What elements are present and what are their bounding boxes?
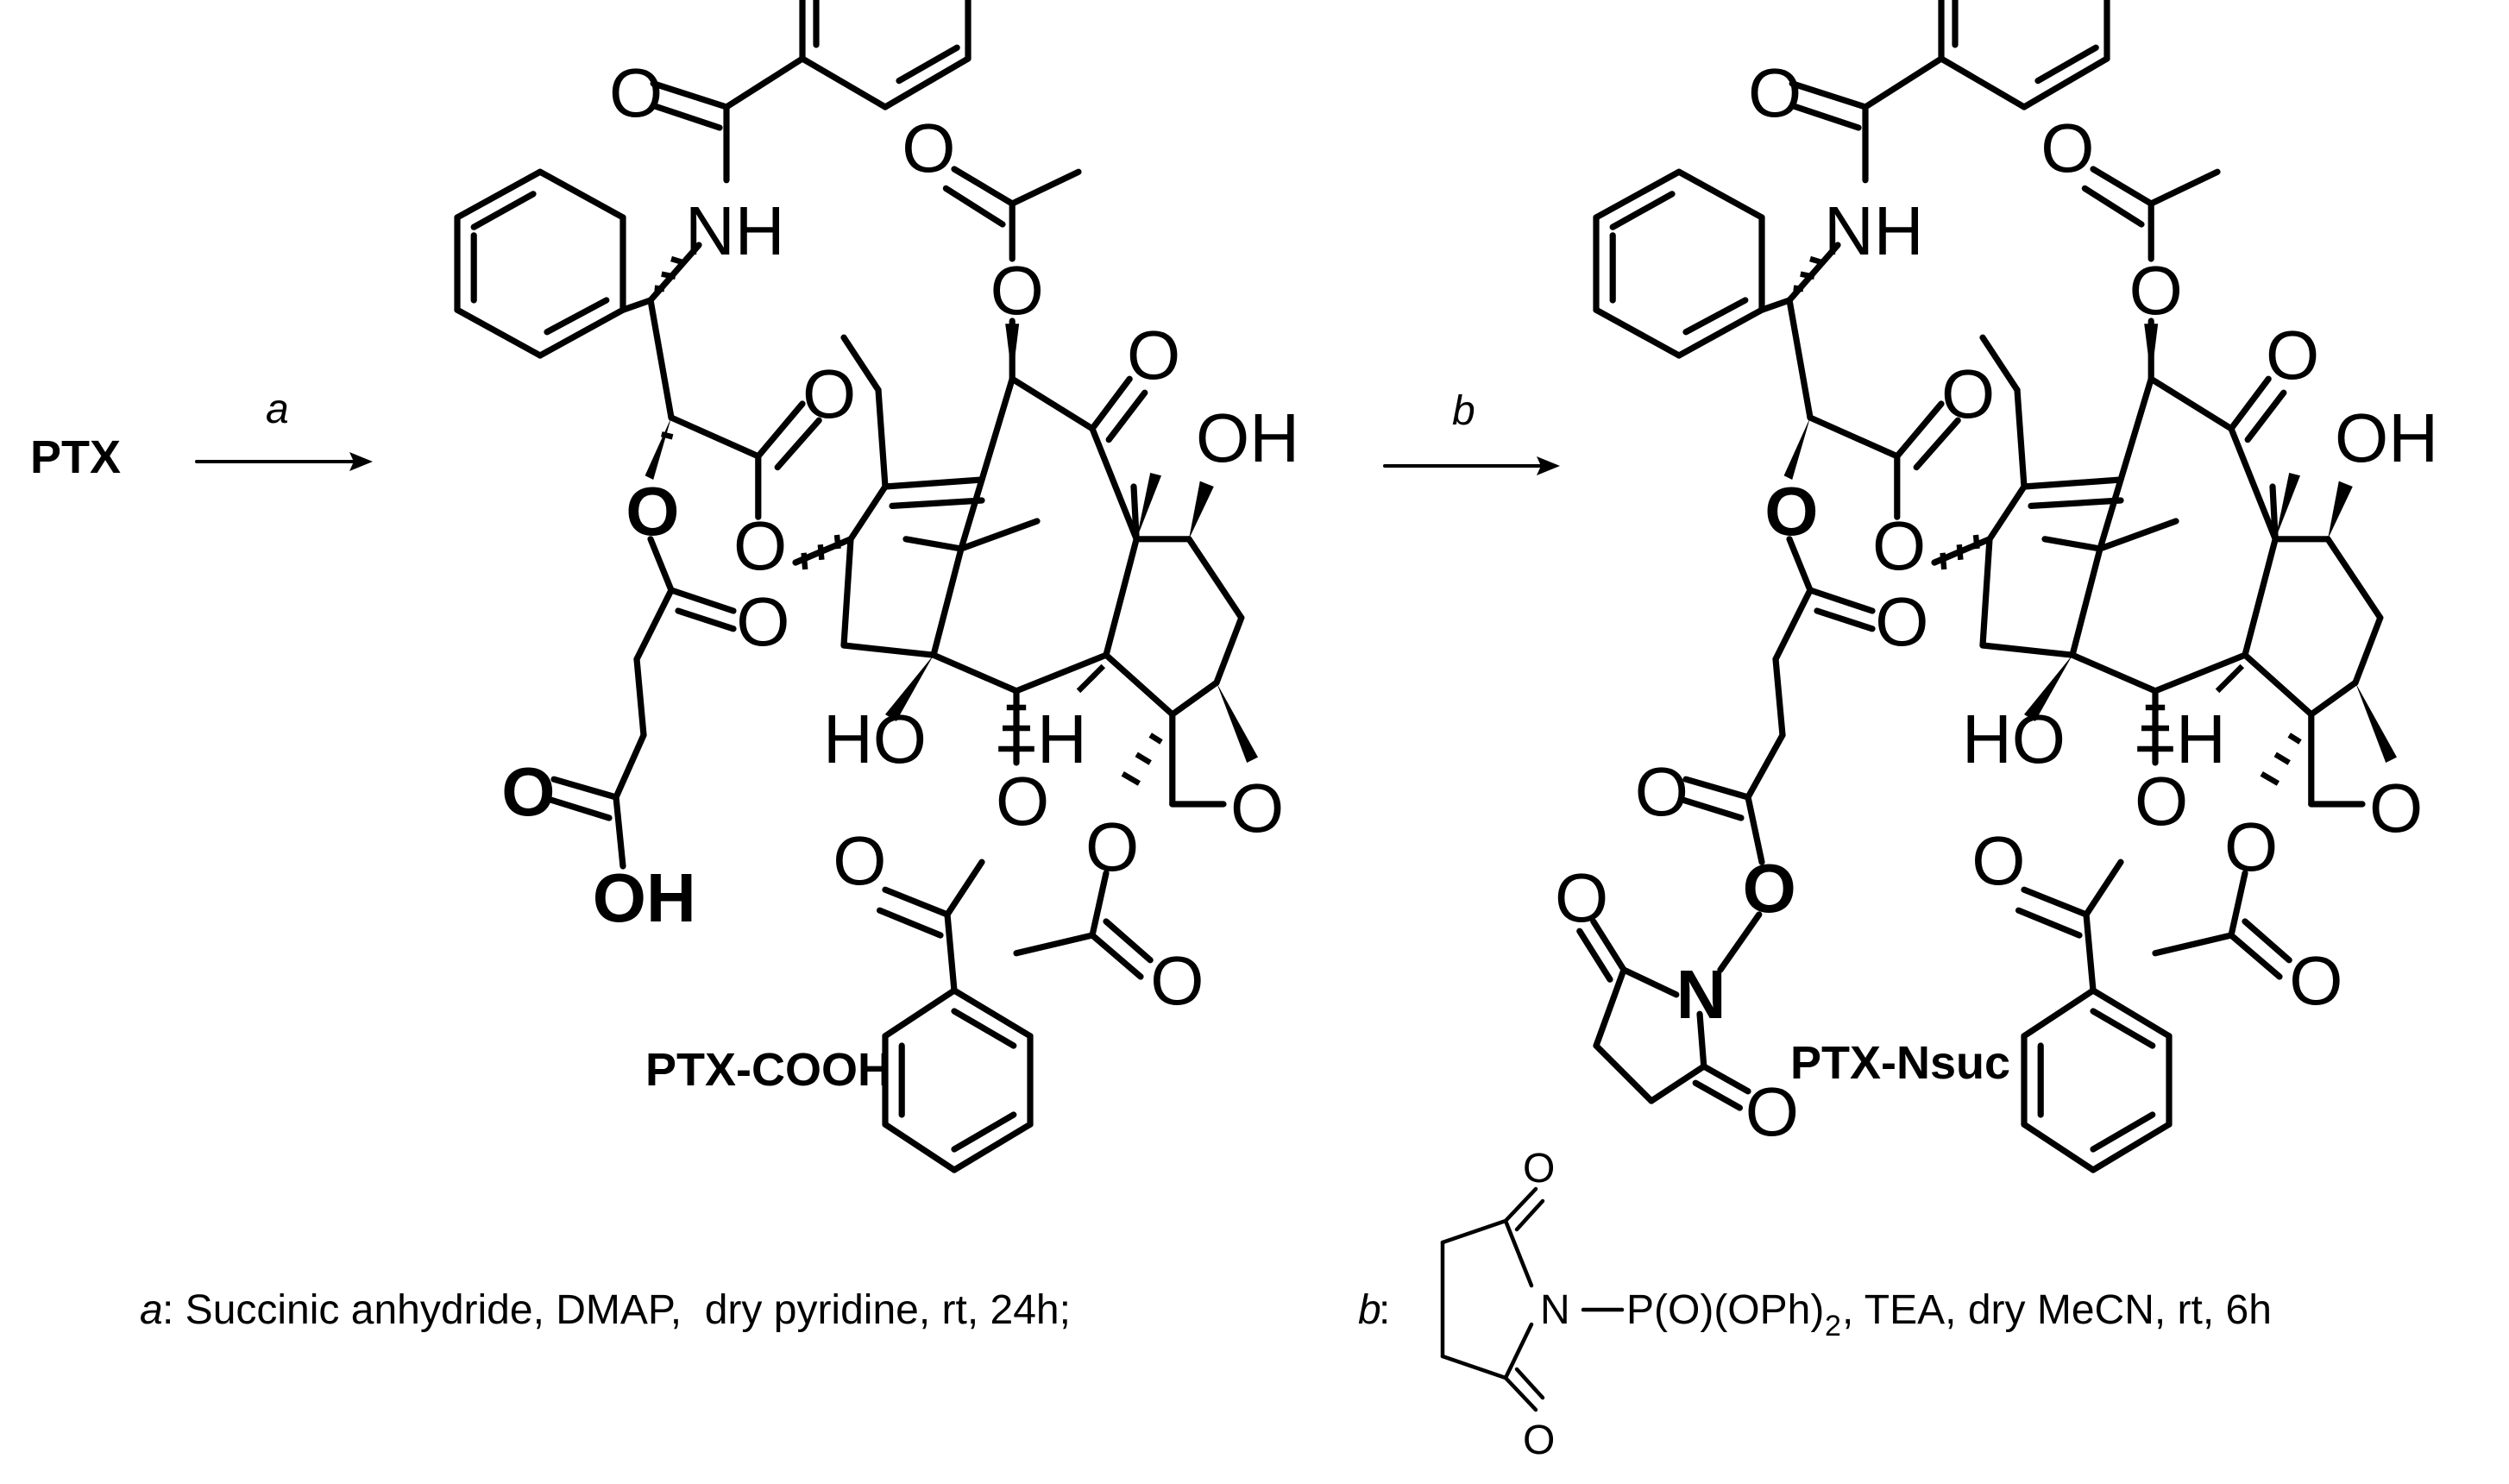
starting-material-label: PTX: [30, 431, 121, 483]
succinimide-nitrogen: N: [1676, 956, 1726, 1033]
reaction-conditions: a : Succinic anhydride, DMAP, dry pyridi…: [140, 1146, 2272, 1463]
c2-benzoate-oxygen: O: [996, 763, 1049, 839]
reagent-bottom-oxygen: O: [1523, 1418, 1555, 1463]
reagent-subscript: 2: [1825, 1310, 1841, 1343]
benzoate-carbonyl-oxygen: O: [1971, 822, 2025, 899]
c10-acetyl-oxygen: O: [990, 252, 1044, 329]
reagent-nitrogen: N: [1540, 1287, 1570, 1333]
condition-b-letter: b: [1358, 1287, 1381, 1333]
c9-ketone-oxygen: O: [2266, 317, 2319, 393]
benzoate-carbonyl-oxygen: O: [833, 822, 886, 899]
c4-acetate-carbonyl-oxygen: O: [2289, 942, 2342, 1019]
ester-carbonyl-oxygen: O: [802, 355, 856, 432]
ester-link-oxygen: O: [733, 507, 787, 584]
reagent-phosphoryl: P(O)(OPh): [1626, 1287, 1824, 1333]
c4-acetate-oxygen: O: [1085, 808, 1139, 885]
succinimide-top-oxygen: O: [1555, 859, 1608, 936]
c9-ketone-oxygen: O: [1127, 317, 1180, 393]
amide-oxygen: O: [1748, 54, 1802, 131]
arrow-b-head: [1537, 456, 1560, 475]
nh-label: NH: [685, 192, 785, 269]
c4-acetate-carbonyl-oxygen: O: [1150, 942, 1204, 1019]
nhs-ester-oxygen: O: [1743, 850, 1796, 927]
c7-hydroxyl: OH: [1196, 399, 1299, 476]
ptx-nsuc-structure: NH O O O O O O O N O O O O O OH HO H O O…: [1555, 0, 2438, 1170]
condition-b-text: , TEA, dry MeCN, rt, 6h: [1842, 1287, 2272, 1333]
reagent-top-oxygen: O: [1523, 1146, 1555, 1192]
c10-acetyl-oxygen: O: [2129, 252, 2183, 329]
succinimide-bottom-oxygen: O: [1745, 1073, 1799, 1150]
arrow-a-head: [349, 452, 373, 471]
succinate-carbonyl-oxygen: O: [736, 583, 789, 660]
acid-hydroxyl: OH: [593, 859, 696, 936]
c3-hydrogen: H: [1037, 701, 1087, 777]
c1-hydroxyl: HO: [1962, 701, 2066, 777]
c2prime-oxygen: O: [1764, 473, 1818, 550]
condition-a-text: : Succinic anhydride, DMAP, dry pyridine…: [162, 1287, 1071, 1333]
ester-link-oxygen: O: [1872, 507, 1926, 584]
ester-carbonyl-oxygen: O: [1941, 355, 1995, 432]
condition-a-letter: a: [140, 1287, 163, 1333]
c2-benzoate-oxygen: O: [2135, 763, 2188, 839]
reagent-structure: O O N P(O)(OPh) 2: [1440, 1146, 1841, 1463]
product2-name: PTX-Nsuc: [1790, 1037, 2010, 1089]
c3-hydrogen: H: [2176, 701, 2226, 777]
ptx-cooh-structure: NH O O O O O O OH O O O OH HO H O O O O …: [457, 0, 1299, 1170]
oxetane-oxygen: O: [2369, 770, 2423, 846]
product1-name: PTX-COOH: [645, 1044, 891, 1096]
condition-b-colon: :: [1379, 1287, 1390, 1333]
succinate-carbonyl-oxygen: O: [1875, 583, 1928, 660]
arrow-b-label: b: [1452, 388, 1475, 434]
arrow-a-label: a: [266, 387, 289, 432]
nh-label: NH: [1824, 192, 1924, 269]
c2prime-oxygen: O: [626, 473, 679, 550]
c4-acetate-oxygen: O: [2224, 808, 2278, 885]
oxetane-oxygen: O: [1230, 770, 1284, 846]
acid-carbonyl-oxygen: O: [501, 753, 555, 830]
c10-acetyl-carbonyl-oxygen: O: [2041, 110, 2094, 186]
c1-hydroxyl: HO: [823, 701, 927, 777]
linker-carbonyl-oxygen: O: [1635, 753, 1688, 830]
amide-oxygen: O: [609, 54, 663, 131]
c10-acetyl-carbonyl-oxygen: O: [902, 110, 955, 186]
c7-hydroxyl: OH: [2335, 399, 2438, 476]
